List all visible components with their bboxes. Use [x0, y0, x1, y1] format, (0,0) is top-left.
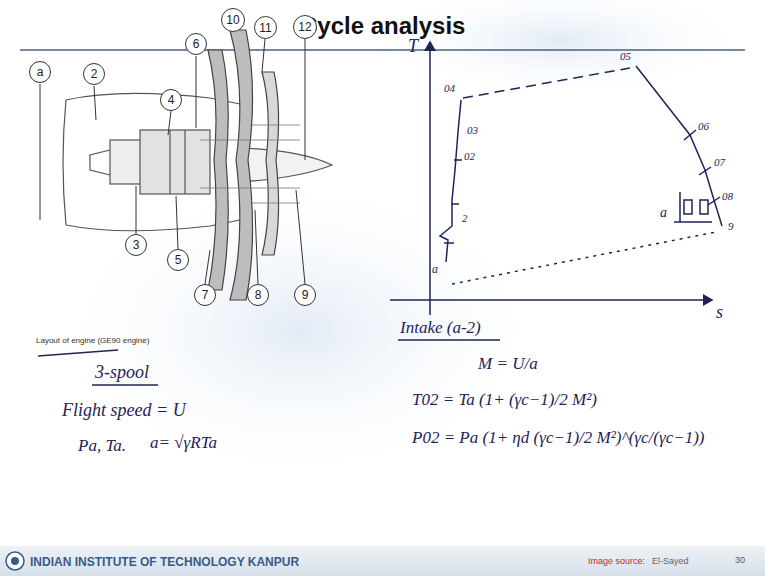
station-number: 9	[302, 288, 309, 302]
state-point: 03	[467, 124, 478, 136]
station-circle: 2	[83, 63, 105, 85]
station-number: 8	[255, 288, 262, 302]
institute-logo	[6, 552, 24, 570]
state-point: 05	[620, 50, 631, 62]
state-point: a	[432, 262, 438, 277]
station-number: 4	[168, 93, 175, 107]
axis-label: T	[408, 36, 418, 57]
figure-caption: Layout of engine (GE90 engine)	[36, 336, 149, 345]
state-point: 2	[462, 212, 468, 224]
engine-drawing	[63, 30, 332, 300]
page-number: 30	[735, 555, 745, 565]
station-number: 6	[193, 37, 200, 51]
station-circle: 10	[221, 8, 245, 32]
note: Pa, Ta.	[78, 436, 126, 456]
equation: T02 = Ta (1+ (γc−1)/2 M²)	[412, 390, 597, 410]
station-circle: 4	[160, 89, 182, 111]
equation: M = U/a	[478, 354, 538, 374]
state-point: 04	[444, 82, 455, 94]
station-circle: 11	[254, 16, 277, 39]
image-source: El-Sayed	[652, 556, 689, 566]
ts-diagram	[390, 42, 722, 315]
equation: P02 = Pa (1+ ηd (γc−1)/2 M²)^(γc/(γc−1))	[412, 428, 705, 448]
title-rule	[20, 49, 745, 51]
station-number: 10	[226, 13, 239, 27]
state-point: 06	[698, 120, 709, 132]
station-circle: 7	[194, 284, 216, 306]
footer-bar	[0, 546, 765, 576]
state-point: a	[660, 205, 667, 221]
footer-institute: INDIAN INSTITUTE OF TECHNOLOGY KANPUR	[30, 555, 299, 569]
underline	[92, 384, 158, 386]
station-circle: 5	[167, 249, 189, 271]
station-circle: 8	[247, 284, 269, 306]
leader-lines	[40, 39, 305, 284]
station-number: 12	[298, 20, 311, 34]
axis-label: s	[716, 302, 723, 323]
station-number: 2	[91, 67, 98, 81]
station-number: a	[37, 65, 44, 79]
institute-logo	[11, 557, 19, 565]
station-circle: a	[29, 61, 51, 83]
station-circle: 6	[185, 33, 207, 55]
note-stroke	[38, 350, 118, 356]
station-circle: 12	[293, 15, 317, 39]
state-point: 9	[728, 220, 734, 232]
slide-title: Cycle analysis	[300, 12, 465, 40]
state-point: 08	[722, 190, 733, 202]
station-number: 5	[175, 253, 182, 267]
station-number: 3	[133, 238, 140, 252]
underline	[398, 339, 500, 341]
state-point: 07	[714, 156, 725, 168]
station-number: 7	[202, 288, 209, 302]
note: a= √γRTa	[150, 433, 217, 453]
note: Flight speed = U	[62, 400, 186, 421]
note: 3-spool	[95, 362, 149, 383]
state-point: 02	[464, 150, 475, 162]
section-heading: Intake (a-2)	[400, 318, 481, 338]
station-circle: 3	[125, 234, 147, 256]
station-number: 11	[259, 21, 271, 35]
image-source: Image source:	[588, 556, 645, 566]
station-circle: 9	[294, 284, 316, 306]
